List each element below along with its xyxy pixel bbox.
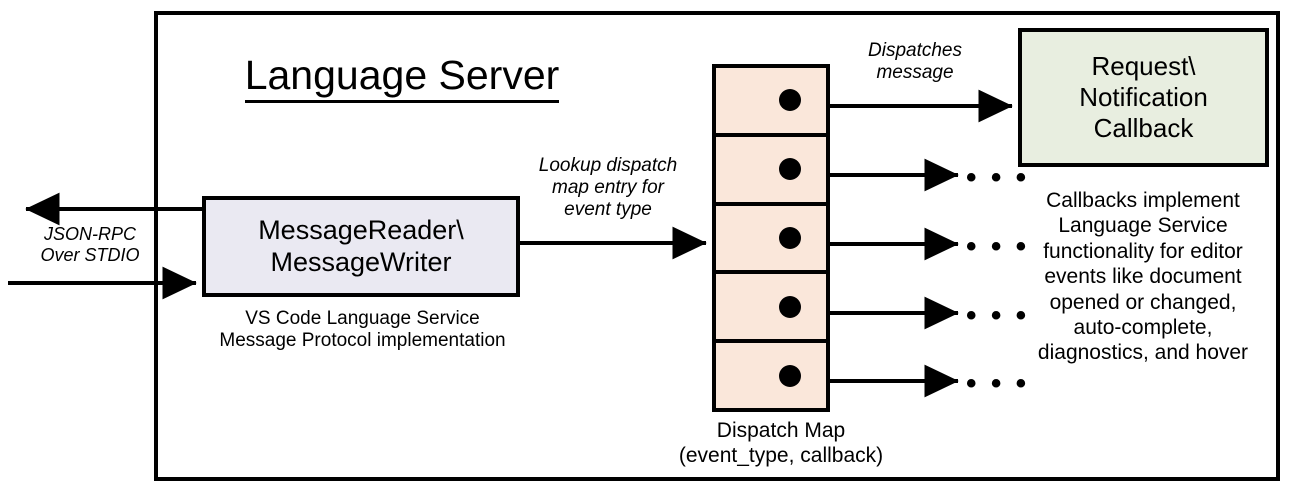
dispatch-entry-dot-icon xyxy=(779,89,801,112)
dispatch-map-row-4[interactable] xyxy=(716,274,826,344)
dispatch-map-row-3[interactable] xyxy=(716,205,826,275)
dispatch-map-row-1[interactable] xyxy=(716,68,826,137)
dispatch-entry-dot-icon xyxy=(779,364,801,387)
lookup-dispatch-edge-label: Lookup dispatch map entry for event type xyxy=(538,155,678,221)
dispatch-map-table[interactable] xyxy=(712,64,830,412)
ellipsis-row-2: • • • xyxy=(966,161,1030,194)
dispatch-entry-dot-icon xyxy=(779,158,801,181)
callback-description: Callbacks implement Language Service fun… xyxy=(1037,189,1249,365)
page-title-text: Language Server xyxy=(244,52,560,103)
page-title: Language Server xyxy=(232,52,572,103)
dispatch-map-row-2[interactable] xyxy=(716,136,826,206)
message-reader-writer-caption: VS Code Language Service Message Protoco… xyxy=(219,308,506,352)
language-server-boundary xyxy=(154,11,1280,481)
request-notification-callback-box[interactable]: Request\ Notification Callback xyxy=(1018,28,1269,167)
dispatch-map-caption: Dispatch Map (event_type, callback) xyxy=(678,419,884,467)
ellipsis-row-3: • • • xyxy=(966,230,1030,263)
request-notification-callback-label: Request\ Notification Callback xyxy=(1079,50,1208,144)
dispatch-entry-dot-icon xyxy=(779,226,801,249)
message-reader-writer-box[interactable]: MessageReader\ MessageWriter xyxy=(202,196,520,297)
jsonrpc-edge-label: JSON-RPC Over STDIO xyxy=(40,224,140,266)
message-reader-writer-label: MessageReader\ MessageWriter xyxy=(258,214,464,277)
dispatch-entry-dot-icon xyxy=(779,295,801,318)
dispatch-map-row-5[interactable] xyxy=(716,343,826,408)
ellipsis-row-5: • • • xyxy=(966,367,1030,400)
dispatches-message-edge-label: Dispatches message xyxy=(868,40,962,84)
ellipsis-row-4: • • • xyxy=(966,299,1030,332)
